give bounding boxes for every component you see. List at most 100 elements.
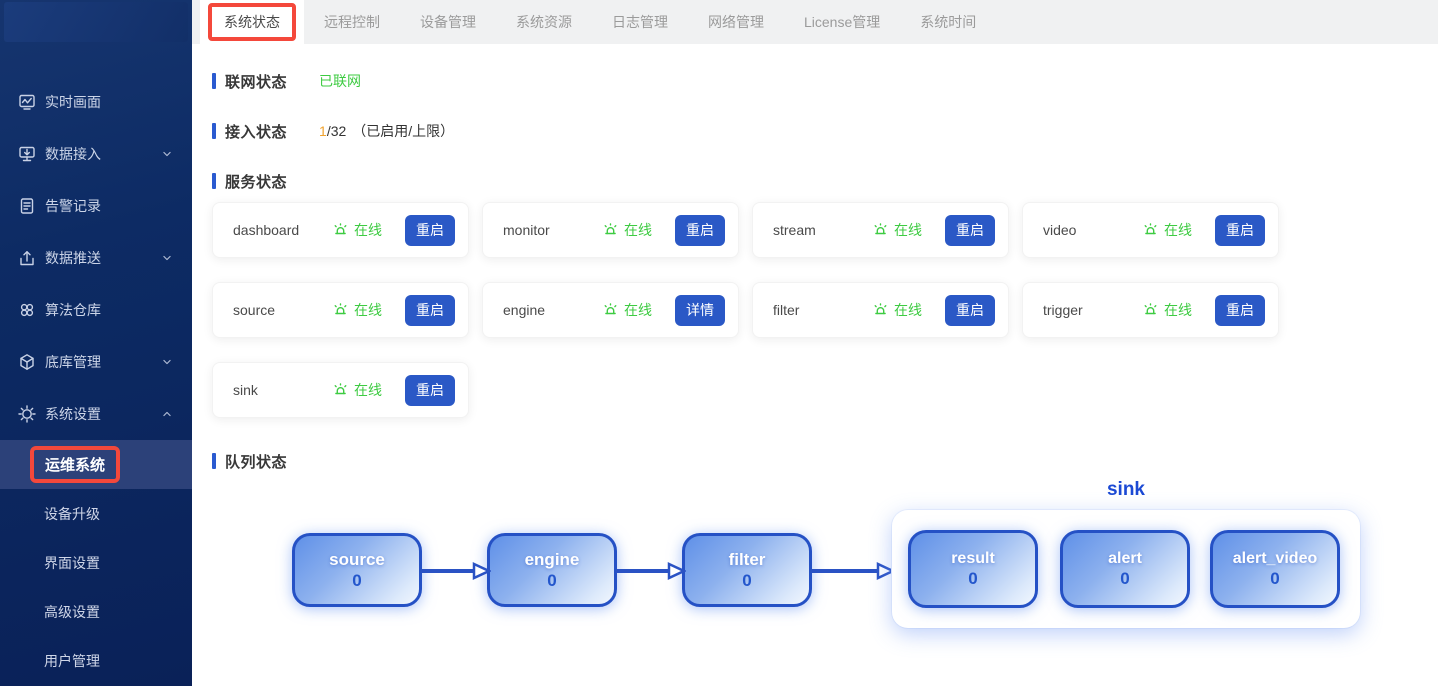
queue-flow-diagram: source 0 engine 0 filter 0 [212,471,1418,683]
sidebar-menu-label: 实时画面 [45,94,101,110]
flow-arrow-icon [616,562,686,580]
tab-label: 网络管理 [708,14,764,30]
service-status-row: 服务状态 [212,171,1418,191]
queue-node-count: 0 [742,570,752,590]
online-beacon-icon [603,222,618,238]
service-card: dashboard 在线 重启 [212,202,469,258]
service-action-button[interactable]: 详情 [675,294,725,326]
tab[interactable]: 系统资源 [496,0,592,44]
service-status-text: 在线 [354,302,382,318]
service-name: filter [773,302,800,318]
tab[interactable]: 日志管理 [592,0,688,44]
tab[interactable]: 系统时间 [900,0,996,44]
queue-status-row: 队列状态 [212,451,1418,471]
sidebar-menu-item[interactable]: 数据接入 [0,128,192,180]
sidebar-menu-item[interactable]: 系统设置 [0,388,192,440]
queue-node: engine 0 [487,533,617,607]
queue-status-title: 队列状态 [212,451,287,472]
tab[interactable]: 远程控制 [304,0,400,44]
service-name: video [1043,222,1077,238]
sidebar-menu-item[interactable]: 数据推送 [0,232,192,284]
service-status: 在线 [333,220,382,240]
service-status: 在线 [603,300,652,320]
tab-label: 系统资源 [516,14,572,30]
service-action-button[interactable]: 重启 [405,214,455,246]
base-library-icon [18,353,36,371]
content-area: 联网状态 已联网 接入状态 1 /32 （已启用/上限） [192,44,1438,683]
queue-node-name: result [951,549,995,567]
service-name: sink [233,382,258,398]
chevron-down-icon [160,251,174,265]
service-status-title: 服务状态 [212,171,287,192]
queue-node-count: 0 [1270,568,1280,588]
service-action-button[interactable]: 重启 [405,374,455,406]
sidebar-menu-item[interactable]: 底库管理 [0,336,192,388]
flow-arrow-icon [421,562,491,580]
tab[interactable]: 网络管理 [688,0,784,44]
service-card-grid: dashboard 在线 重启 monitor 在线 [212,202,1418,418]
online-beacon-icon [333,222,348,238]
access-enabled-count: 1 [319,123,327,139]
chevron-up-icon [160,407,174,421]
chevron-down-icon [160,147,174,161]
queue-node-name: filter [728,549,766,569]
service-card: monitor 在线 重启 [482,202,739,258]
sidebar-submenu-label: 设备升级 [44,505,100,522]
queue-node-name: alert [1108,549,1142,567]
queue-node-count: 0 [547,570,557,590]
service-name: source [233,302,276,318]
online-beacon-icon [1143,302,1158,318]
sidebar-menu-label: 系统设置 [45,406,101,422]
service-status-text: 在线 [624,222,652,238]
service-status-text: 在线 [354,222,382,238]
sidebar-submenu-item[interactable]: 高级设置 [0,587,192,636]
sidebar-menu-item[interactable]: 告警记录 [0,180,192,232]
queue-node-count: 0 [968,568,978,588]
network-status-row: 联网状态 已联网 [212,71,1418,91]
service-action-button[interactable]: 重启 [1215,294,1265,326]
sidebar-submenu-item[interactable]: 界面设置 [0,538,192,587]
access-status-row: 接入状态 1 /32 （已启用/上限） [212,121,1418,141]
tab[interactable]: 系统状态 [200,0,304,44]
service-action-button[interactable]: 重启 [405,294,455,326]
sidebar-menu-item[interactable]: 算法仓库 [0,284,192,336]
service-status-text: 在线 [354,382,382,398]
sink-queue-node: alert_video 0 [1210,530,1340,608]
service-name: trigger [1043,302,1083,318]
sink-queue-node: alert 0 [1060,530,1190,608]
queue-node: filter 0 [682,533,812,607]
service-card: filter 在线 重启 [752,282,1009,338]
service-action-button[interactable]: 重启 [945,294,995,326]
tab-label: 远程控制 [324,14,380,30]
sidebar-nav: 实时画面 数据接入 告警记录 数据推送 [0,42,192,685]
sidebar-menu-label: 告警记录 [45,198,101,214]
sidebar-menu-item[interactable]: 实时画面 [0,76,192,128]
tab[interactable]: License管理 [784,0,900,44]
service-action-button[interactable]: 重启 [945,214,995,246]
section-bar [212,453,216,469]
sidebar-submenu-item[interactable]: 设备升级 [0,489,192,538]
service-name: monitor [503,222,550,238]
sink-group-label: sink [1106,479,1146,500]
queue-node-name: source [329,549,385,569]
online-beacon-icon [1143,222,1158,238]
sidebar-submenu-item[interactable]: 用户管理 [0,636,192,685]
service-status: 在线 [333,380,382,400]
section-bar [212,73,216,89]
service-action-button[interactable]: 重启 [1215,214,1265,246]
sidebar-menu-label: 算法仓库 [45,302,101,318]
sidebar-submenu-label: 高级设置 [44,603,100,620]
online-beacon-icon [873,222,888,238]
sidebar-submenu-label: 运维系统 [30,446,121,483]
online-beacon-icon [873,302,888,318]
tab-label: 日志管理 [612,14,668,30]
sidebar-submenu-item[interactable]: 运维系统 [0,440,192,489]
service-status: 在线 [1143,300,1192,320]
service-action-button[interactable]: 重启 [675,214,725,246]
service-status-text: 在线 [1164,222,1192,238]
service-status: 在线 [603,220,652,240]
queue-node-name: alert_video [1232,549,1318,567]
tab[interactable]: 设备管理 [400,0,496,44]
live-view-icon [18,93,36,111]
